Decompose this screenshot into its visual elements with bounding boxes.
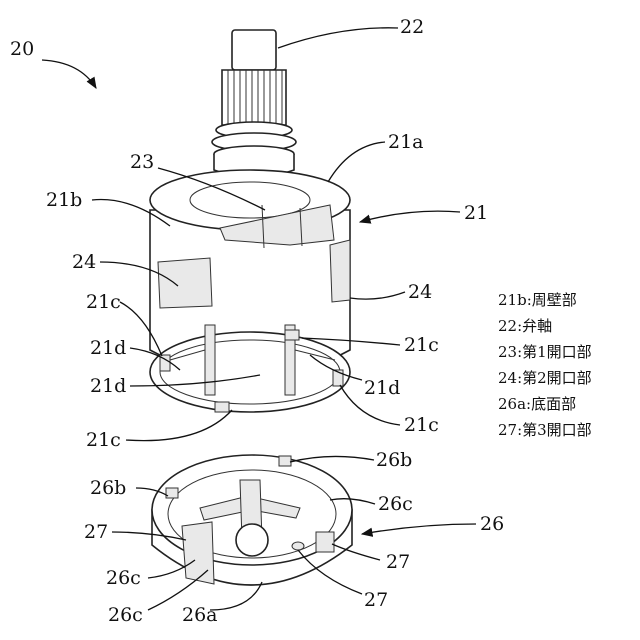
label-23: 23 <box>130 151 154 173</box>
third-opening-right <box>316 532 334 552</box>
label-26a: 26a <box>182 604 218 626</box>
label-26c-3: 26c <box>108 604 143 626</box>
label-22: 22 <box>400 16 424 38</box>
third-opening-left <box>182 522 214 584</box>
label-21d-1: 21d <box>90 337 126 359</box>
label-27-1: 27 <box>84 521 108 543</box>
valve-stem <box>212 30 296 178</box>
bottom-disc <box>152 455 352 585</box>
label-26: 26 <box>480 513 504 535</box>
legend-item: 27:第3開口部 <box>498 421 592 439</box>
label-26c-2: 26c <box>106 567 141 589</box>
latch-21c-inner <box>285 330 299 340</box>
housing-body <box>150 170 350 412</box>
legend-item: 24:第2開口部 <box>498 369 592 387</box>
second-opening-right <box>330 240 350 302</box>
second-opening-left <box>158 258 212 308</box>
latch-21c-bottom <box>215 402 229 412</box>
label-26c-1: 26c <box>378 493 413 515</box>
legend-item: 26a:底面部 <box>498 395 576 413</box>
label-21: 21 <box>464 202 488 224</box>
label-27-3: 27 <box>364 589 388 611</box>
label-21d-2: 21d <box>90 375 126 397</box>
label-21c-3: 21c <box>404 414 439 436</box>
label-24-left: 24 <box>72 251 96 273</box>
label-24-right: 24 <box>408 281 432 303</box>
label-26b-2: 26b <box>90 477 126 499</box>
legend-item: 22:弁軸 <box>498 317 552 335</box>
label-21c-4: 21c <box>86 429 121 451</box>
label-20: 20 <box>10 38 34 60</box>
legend: 21b:周壁部 22:弁軸 23:第1開口部 24:第2開口部 26a:底面部 … <box>498 291 592 439</box>
legend-item: 23:第1開口部 <box>498 343 592 361</box>
notch-26b-top <box>279 456 291 466</box>
notch-26b-left <box>166 488 178 498</box>
label-21d-3: 21d <box>364 377 400 399</box>
label-27-2: 27 <box>386 551 410 573</box>
label-21c-2: 21c <box>404 334 439 356</box>
label-21c-1: 21c <box>86 291 121 313</box>
legend-item: 21b:周壁部 <box>498 291 577 309</box>
label-21b: 21b <box>46 189 82 211</box>
label-26b-1: 26b <box>376 449 412 471</box>
label-21a: 21a <box>388 131 424 153</box>
third-opening-small <box>292 542 304 550</box>
